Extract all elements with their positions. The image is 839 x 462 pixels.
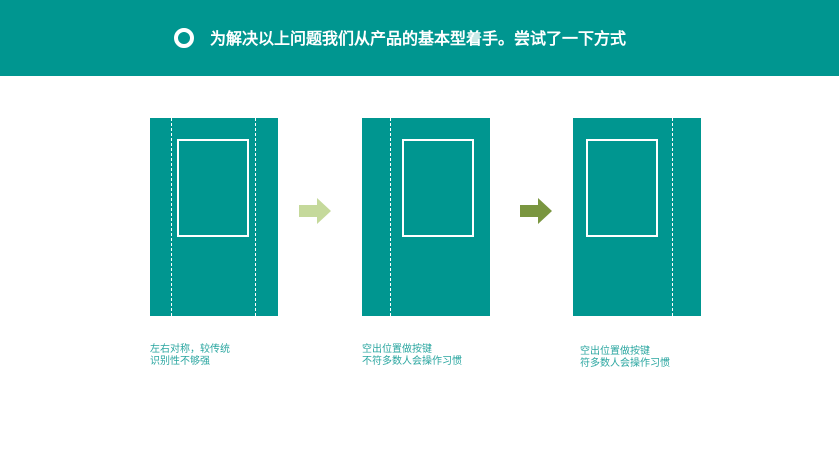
caption-line: 符多数人会操作习惯 bbox=[580, 358, 670, 369]
guide-line-right bbox=[672, 118, 673, 316]
guide-line-left bbox=[390, 118, 391, 316]
guide-line-left bbox=[171, 118, 172, 316]
ring-icon bbox=[174, 28, 194, 48]
page-title: 为解决以上问题我们从产品的基本型着手。尝试了一下方式 bbox=[210, 29, 627, 48]
caption-3: 空出位置做按键 符多数人会操作习惯 bbox=[580, 346, 670, 370]
arrow-right-icon bbox=[520, 198, 552, 224]
screen-frame bbox=[402, 139, 474, 237]
caption-line: 空出位置做按键 bbox=[580, 346, 650, 357]
header-bar: 为解决以上问题我们从产品的基本型着手。尝试了一下方式 bbox=[0, 0, 839, 76]
screen-frame bbox=[177, 139, 249, 237]
caption-line: 不符多数人会操作习惯 bbox=[362, 356, 462, 367]
caption-2: 空出位置做按键 不符多数人会操作习惯 bbox=[362, 344, 462, 368]
design-panel-2 bbox=[362, 118, 490, 316]
design-panel-3 bbox=[573, 118, 701, 316]
arrow-right-icon bbox=[299, 198, 331, 224]
caption-1: 左右对称，较传统 识别性不够强 bbox=[150, 344, 230, 368]
caption-line: 左右对称，较传统 bbox=[150, 344, 230, 355]
guide-line-right bbox=[255, 118, 256, 316]
screen-frame bbox=[586, 139, 658, 237]
design-panel-1 bbox=[150, 118, 278, 316]
caption-line: 空出位置做按键 bbox=[362, 344, 432, 355]
caption-line: 识别性不够强 bbox=[150, 356, 210, 367]
